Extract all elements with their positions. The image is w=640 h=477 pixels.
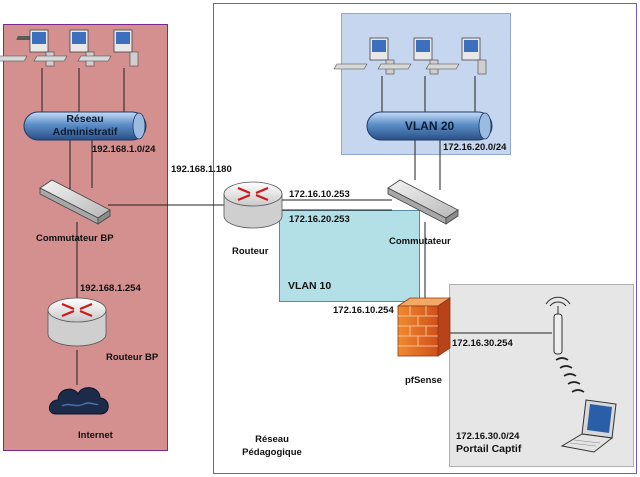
portail-net-address: 172.16.30.0/24 xyxy=(456,431,520,442)
switch-icon xyxy=(387,179,459,225)
routeur-wan-ip: 192.168.1.180 xyxy=(171,164,232,175)
computer-icon xyxy=(77,29,139,67)
admin-bus-label-line1: Réseau xyxy=(66,113,104,125)
router-icon xyxy=(223,181,283,229)
admin-net-address: 192.168.1.0/24 xyxy=(92,144,156,155)
admin-links xyxy=(41,68,224,385)
admin-network-bus xyxy=(23,111,147,141)
routeur-ip-upper: 172.16.10.253 xyxy=(289,189,350,200)
vlan20-links xyxy=(381,76,476,190)
pedagogique-label-line2: Pédagogique xyxy=(242,447,302,458)
wireless-signal-icon xyxy=(555,357,585,393)
firewall-icon xyxy=(396,297,452,357)
pfsense-label: pfSense xyxy=(405,375,442,386)
pfsense-portail-ip: 172.16.30.254 xyxy=(452,338,513,349)
pedagogique-label: Réseau Pédagogique xyxy=(232,433,312,459)
vlan20-bus-label: VLAN 20 xyxy=(404,119,455,133)
switch-icon xyxy=(39,179,111,225)
vlan10-zone xyxy=(279,210,420,302)
internet-label: Internet xyxy=(78,430,113,441)
pedagogique-label-line1: Réseau xyxy=(255,434,289,445)
commutateur-label: Commutateur xyxy=(389,236,451,247)
routeur-ip-vlan20: 172.16.20.253 xyxy=(289,214,350,225)
admin-bus-label: Réseau Administratif xyxy=(24,112,146,139)
portail-captif-label: Portail Captif xyxy=(456,443,522,455)
pfsense-vlan10-ip: 172.16.10.254 xyxy=(333,305,394,316)
router-icon xyxy=(47,297,107,347)
routeur-label: Routeur xyxy=(232,246,269,257)
routeur-bp-ip: 192.168.1.254 xyxy=(80,283,141,294)
computer-icon xyxy=(0,29,55,67)
laptop-icon xyxy=(560,399,617,453)
vlan20-net-address: 172.16.20.0/24 xyxy=(443,142,507,153)
computer-icon xyxy=(425,37,487,75)
commutateur-bp-label: Commutateur BP xyxy=(36,233,114,244)
routeur-bp-label: Routeur BP xyxy=(106,352,159,363)
vlan20-network-bus xyxy=(366,111,493,141)
admin-bus-label-line2: Administratif xyxy=(52,126,118,138)
admin-network-zone xyxy=(3,24,168,451)
internet-cloud-icon xyxy=(49,387,109,415)
wireless-access-point-icon xyxy=(545,296,571,355)
vlan10-label: VLAN 10 xyxy=(288,280,332,292)
